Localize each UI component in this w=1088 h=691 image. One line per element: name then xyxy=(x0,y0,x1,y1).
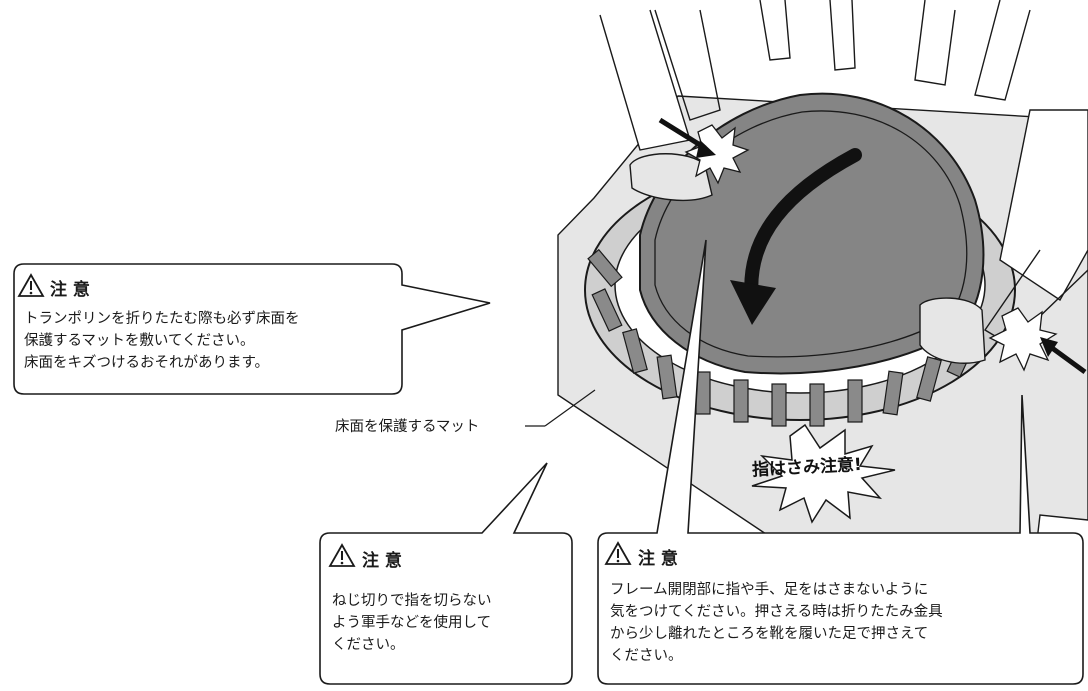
caution-left-line-1: トランポリンを折りたたむ際も必ず床面を xyxy=(24,310,300,327)
pinch-point-right-icon xyxy=(988,307,1087,375)
caution-mid-line-3: ください。 xyxy=(332,636,405,653)
pinch-warning-burst: 指はさみ注意! xyxy=(752,423,896,524)
caution-right-line-1: フレーム開閉部に指や手、足をはさまないように xyxy=(610,581,928,598)
warning-icon xyxy=(604,541,632,565)
caution-left-line-2: 保護するマットを敷いてください。 xyxy=(24,332,255,349)
caution-mid-line-2: よう軍手などを使用して xyxy=(332,614,491,631)
warning-icon xyxy=(17,273,45,297)
fold-direction-arrow xyxy=(744,148,862,307)
caution-right-line-3: から少し離れたところを靴を履いた足で押さえて xyxy=(610,624,928,642)
caution-left-line-3: 床面をキズつけるおそれがあります。 xyxy=(24,354,269,371)
caution-box-right: 注 意 フレーム開閉部に指や手、足をはさまないように 気をつけてください。押さえ… xyxy=(597,239,1084,685)
caution-right-line-4: ください。 xyxy=(610,647,683,664)
caution-mid-title: 注 意 xyxy=(362,550,402,571)
warning-icon xyxy=(328,543,356,567)
mat-label: 床面を保護するマット xyxy=(335,418,479,435)
caution-mid-line-1: ねじ切りで指を切らない xyxy=(332,592,492,609)
caution-right-title: 注 意 xyxy=(638,548,678,569)
caution-left-title: 注 意 xyxy=(50,279,90,300)
caution-box-left: 注 意 トランポリンを折りたたむ際も必ず床面を 保護するマットを敷いてください。… xyxy=(13,263,491,395)
people-legs xyxy=(599,0,1088,364)
caution-box-middle: 注 意 ねじ切りで指を切らない よう軍手などを使用して ください。 xyxy=(319,462,573,685)
caution-right-line-2: 気をつけてください。押さえる時は折りたたみ金具 xyxy=(610,603,943,620)
pinch-point-left-icon xyxy=(658,117,750,185)
